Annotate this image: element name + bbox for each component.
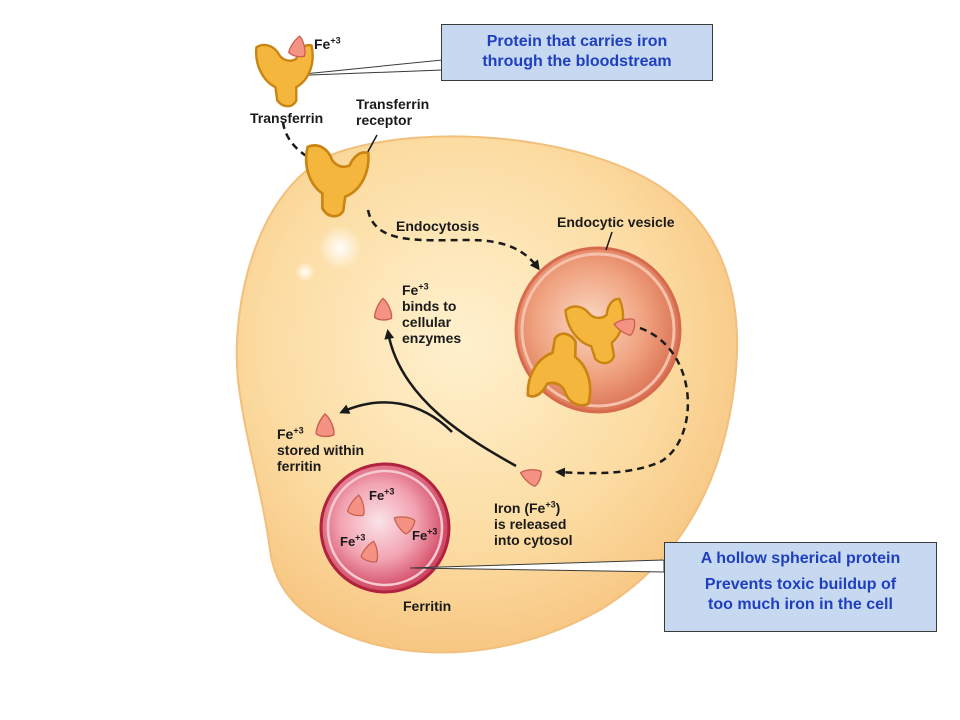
cell-highlight	[295, 262, 315, 282]
transferrin-callout-line: Protein that carries iron	[486, 33, 668, 50]
endocytosis-label: Endocytosis	[396, 218, 480, 234]
transferrin-callout: Protein that carries iron through the bl…	[441, 24, 713, 81]
ferritin-callout-line: A hollow spherical protein	[700, 550, 901, 567]
iron-release-arrow	[555, 326, 690, 478]
cell-highlight	[318, 226, 362, 270]
to-ferritin-arrow	[339, 401, 453, 433]
ferritin-fe-label-3: Fe+3	[412, 526, 438, 543]
endocytic-vesicle-label: Endocytic vesicle	[557, 214, 675, 230]
to-enzymes-arrow	[384, 329, 517, 468]
ferritin-label: Ferritin	[403, 598, 452, 614]
endocytosis-arrow	[366, 209, 540, 271]
ferritin-callout-line: Prevents toxic buildup of	[704, 576, 897, 593]
transferrin-receptor-label: Transferrin receptor	[356, 96, 430, 128]
ferritin-fe-label-2: Fe+3	[340, 532, 366, 549]
ferritin-sphere	[319, 462, 451, 594]
vesicle-pointer	[605, 231, 613, 251]
fe-stored-label: Fe+3 stored within ferritin	[277, 425, 365, 474]
ferritin-fe-label-1: Fe+3	[369, 486, 395, 503]
iron-released-label: Iron (Fe+3) is released into cytosol	[494, 499, 573, 548]
fe-label-top: Fe+3	[314, 35, 341, 52]
transferrin-label: Transferrin	[250, 110, 324, 126]
ferritin-callout-line: too much iron in the cell	[708, 596, 893, 613]
ferritin-callout: A hollow spherical protein Prevents toxi…	[664, 542, 937, 632]
transferrin-callout-line: through the bloodstream	[482, 53, 672, 70]
iron-ion	[287, 34, 309, 59]
fe-binds-enzymes-label: Fe+3 binds to cellular enzymes	[402, 281, 462, 346]
